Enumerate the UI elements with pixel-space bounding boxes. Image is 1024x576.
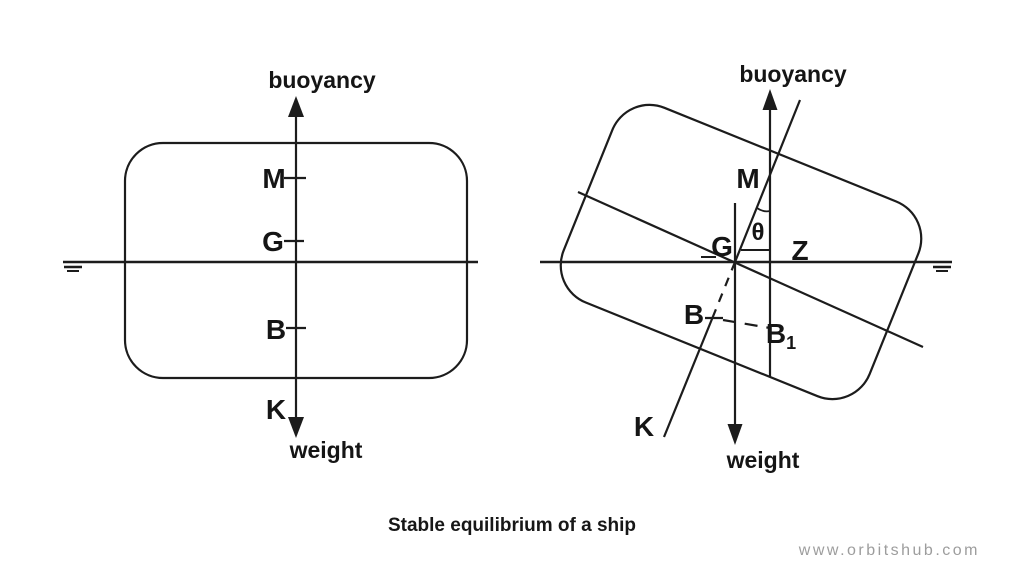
left-point-label-center-of-gravity: G — [262, 226, 284, 257]
right-point-label-righting-lever-end: Z — [791, 235, 808, 266]
right-centerline-g-to-b-dashed — [711, 261, 737, 319]
left-weight-arrowhead-icon — [288, 417, 304, 438]
right-b1-main: B — [766, 318, 786, 349]
figure-title: Stable equilibrium of a ship — [387, 515, 637, 536]
left-buoyancy-label: buoyancy — [268, 67, 376, 93]
right-point-label-center-of-gravity: G — [711, 231, 733, 262]
right-point-label-keel: K — [634, 411, 654, 442]
right-hull-outline — [559, 103, 923, 401]
watermark-text: www.orbitshub.com — [798, 542, 980, 559]
right-hull-waterplane-line — [577, 190, 924, 349]
right-buoyancy-label: buoyancy — [739, 61, 847, 87]
right-weight-label: weight — [726, 447, 800, 473]
left-weight-label: weight — [289, 437, 363, 463]
right-weight-arrowhead-icon — [727, 424, 743, 445]
right-heel-angle-arc — [756, 207, 771, 213]
right-point-label-metacenter: M — [736, 163, 759, 194]
left-diagram-upright-ship: buoyancy weight M G B K — [63, 67, 478, 463]
right-point-label-new-center-of-buoyancy: B1 — [766, 318, 796, 353]
right-buoyancy-arrowhead-icon — [762, 89, 778, 110]
left-point-label-keel: K — [266, 394, 286, 425]
left-buoyancy-arrowhead-icon — [288, 96, 304, 117]
right-diagram-heeled-ship: buoyancy weight M θ G Z B B1 K — [540, 61, 952, 473]
right-b1-subscript: 1 — [786, 333, 796, 353]
right-point-label-center-of-buoyancy: B — [684, 299, 704, 330]
right-centerline-above-g — [733, 99, 802, 263]
right-b-to-b1-shift-dashed — [722, 318, 771, 330]
right-heel-angle-label: θ — [752, 219, 765, 246]
left-point-label-metacenter: M — [262, 163, 285, 194]
left-point-label-center-of-buoyancy: B — [266, 314, 286, 345]
right-centerline-b-to-keel — [662, 317, 714, 438]
